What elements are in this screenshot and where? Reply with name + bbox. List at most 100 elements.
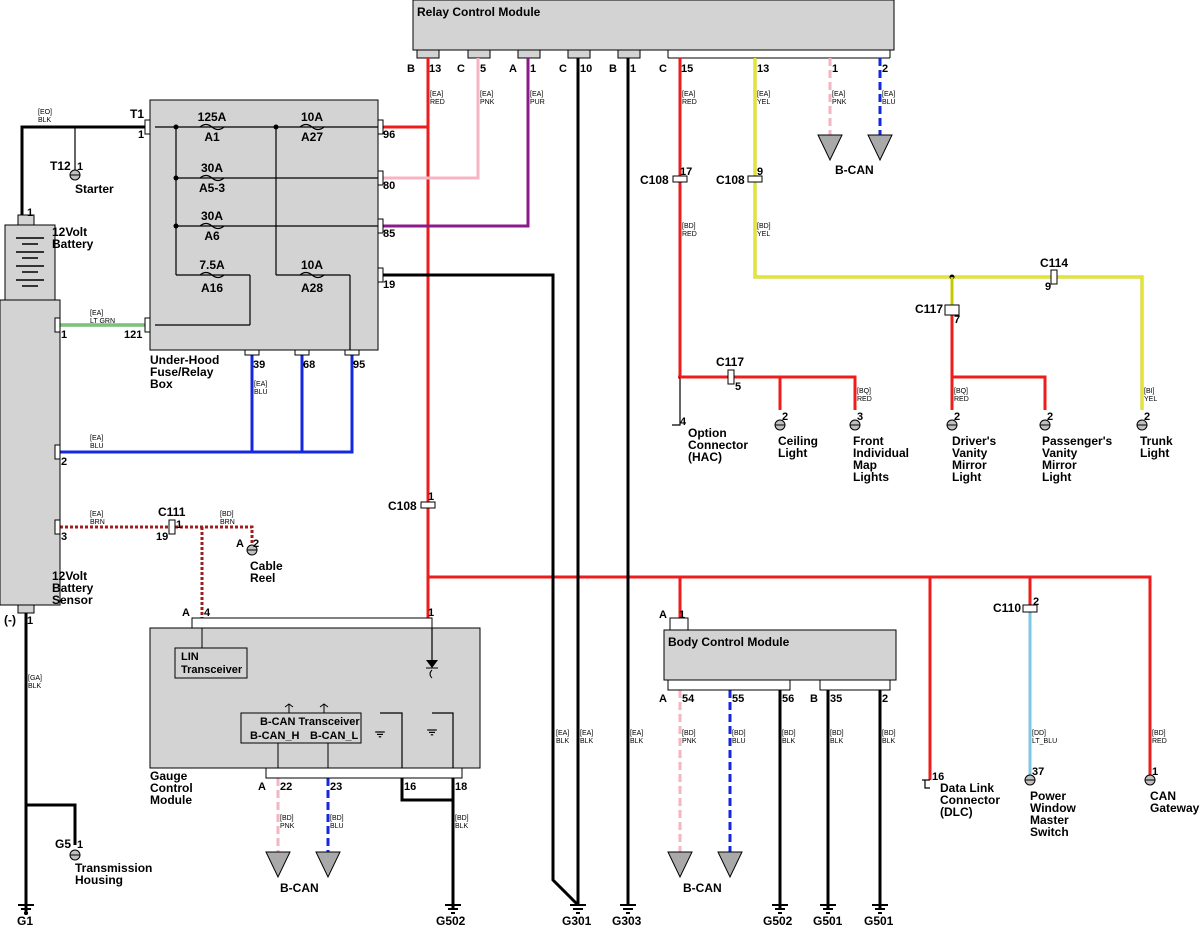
svg-text:1: 1 (77, 161, 83, 173)
svg-text:B: B (407, 63, 415, 75)
svg-text:1: 1 (77, 839, 83, 851)
svg-text:[EA]: [EA] (580, 730, 593, 737)
svg-text:1: 1 (138, 129, 144, 141)
svg-text:YEL: YEL (757, 231, 770, 238)
svg-text:A1: A1 (204, 130, 220, 144)
svg-text:Transceiver: Transceiver (181, 664, 243, 676)
svg-text:[EA]: [EA] (254, 381, 267, 388)
svg-text:19: 19 (383, 279, 395, 291)
svg-text:[EA]: [EA] (90, 310, 103, 317)
svg-text:(-): (-) (4, 613, 16, 627)
svg-text:23: 23 (330, 781, 342, 793)
svg-text:95: 95 (353, 359, 365, 371)
svg-text:7: 7 (954, 314, 960, 326)
svg-text:B: B (609, 63, 617, 75)
svg-text:[BD]: [BD] (782, 730, 796, 737)
svg-text:BLK: BLK (630, 738, 644, 745)
svg-text:B-CAN_H: B-CAN_H (250, 730, 300, 742)
svg-text:2: 2 (61, 456, 67, 468)
svg-text:12Volt: 12Volt (52, 569, 87, 583)
battery-cells (16, 237, 44, 287)
svg-text:1: 1 (630, 63, 636, 75)
svg-text:Ceiling: Ceiling (778, 434, 818, 448)
svg-text:9: 9 (757, 166, 763, 178)
svg-text:[BQ]: [BQ] (857, 388, 871, 395)
wire-c117-red (680, 375, 857, 410)
wire-eo-blk (20, 125, 150, 215)
svg-text:[EA]: [EA] (430, 91, 443, 98)
svg-text:A: A (182, 607, 190, 619)
svg-text:[BD]: [BD] (830, 730, 844, 737)
svg-text:Passenger's: Passenger's (1042, 434, 1113, 448)
svg-text:BRN: BRN (220, 519, 235, 526)
svg-text:2: 2 (253, 538, 259, 550)
svg-text:PNK: PNK (480, 99, 495, 106)
svg-text:10A: 10A (301, 110, 323, 124)
svg-text:C: C (559, 63, 567, 75)
svg-text:54: 54 (682, 693, 695, 705)
svg-text:85: 85 (383, 228, 395, 240)
svg-text:BLK: BLK (830, 738, 844, 745)
svg-text:30A: 30A (201, 209, 223, 223)
svg-text:YEL: YEL (1144, 396, 1157, 403)
svg-text:BLK: BLK (882, 738, 896, 745)
wire-gauge-16 (400, 778, 453, 802)
svg-text:B-CAN Transceiver: B-CAN Transceiver (260, 716, 360, 728)
svg-text:[BQ]: [BQ] (954, 388, 968, 395)
svg-text:C108: C108 (388, 499, 417, 513)
svg-text:B-CAN: B-CAN (683, 881, 722, 895)
svg-text:Box: Box (150, 377, 173, 391)
svg-text:C: C (659, 63, 667, 75)
wire-ea-pnk (378, 58, 480, 180)
relay-module-title: Relay Control Module (417, 5, 541, 19)
svg-text:G502: G502 (436, 914, 466, 927)
svg-text:Window: Window (1030, 801, 1077, 815)
svg-text:G501: G501 (813, 914, 843, 927)
svg-text:Module: Module (150, 793, 192, 807)
svg-text:[EA]: [EA] (530, 91, 543, 98)
svg-text:[DD]: [DD] (1032, 730, 1046, 737)
svg-text:G501: G501 (864, 914, 894, 927)
svg-text:18: 18 (455, 781, 467, 793)
svg-text:BLK: BLK (556, 738, 570, 745)
svg-text:G502: G502 (763, 914, 793, 927)
svg-text:YEL: YEL (757, 99, 770, 106)
svg-text:A: A (659, 693, 667, 705)
svg-text:2: 2 (1047, 411, 1053, 423)
svg-text:Housing: Housing (75, 873, 123, 887)
svg-text:1: 1 (428, 491, 434, 503)
svg-text:G303: G303 (612, 914, 642, 927)
svg-text:Lights: Lights (853, 470, 889, 484)
svg-text:35: 35 (830, 693, 842, 705)
svg-text:[BD]: [BD] (1152, 730, 1166, 737)
wire-c15-red (678, 58, 682, 379)
svg-text:2: 2 (954, 411, 960, 423)
svg-text:1: 1 (61, 329, 67, 341)
svg-text:4: 4 (204, 607, 211, 619)
svg-text:Option: Option (688, 426, 727, 440)
svg-text:A: A (659, 609, 667, 621)
svg-text:Vanity: Vanity (952, 446, 988, 460)
svg-text:RED: RED (857, 396, 872, 403)
svg-text:Light: Light (1140, 446, 1169, 460)
svg-text:G1: G1 (17, 914, 33, 927)
component-labels: Under-Hood Fuse/Relay Box 12Volt Battery… (4, 163, 1200, 895)
wire-code-labels: [EO]BLK [EA]LT GRN [EA]BLU [EA]BLU [EA]B… (28, 91, 1167, 830)
inline-connectors (168, 175, 1058, 613)
svg-text:[BD]: [BD] (220, 511, 234, 518)
svg-text:RED: RED (1152, 738, 1167, 745)
svg-text:B: B (810, 693, 818, 705)
svg-text:16: 16 (404, 781, 416, 793)
svg-text:(DLC): (DLC) (940, 805, 973, 819)
svg-text:BLK: BLK (782, 738, 796, 745)
svg-text:[EA]: [EA] (832, 91, 845, 98)
wire-ea-pur (378, 58, 530, 228)
svg-text:Battery: Battery (52, 237, 94, 251)
svg-text:Sensor: Sensor (52, 593, 93, 607)
connector-labels: T1 T12 C108 C108 C108 C111 C114 C117 C11… (50, 107, 1068, 851)
svg-text:Front: Front (853, 434, 884, 448)
svg-text:A: A (509, 63, 517, 75)
pin-numbers: B 13 C 5 A 1 C 10 B 1 C 15 13 1 2 96 80 … (27, 63, 1158, 851)
svg-text:Reel: Reel (250, 571, 275, 585)
svg-text:121: 121 (124, 329, 142, 341)
